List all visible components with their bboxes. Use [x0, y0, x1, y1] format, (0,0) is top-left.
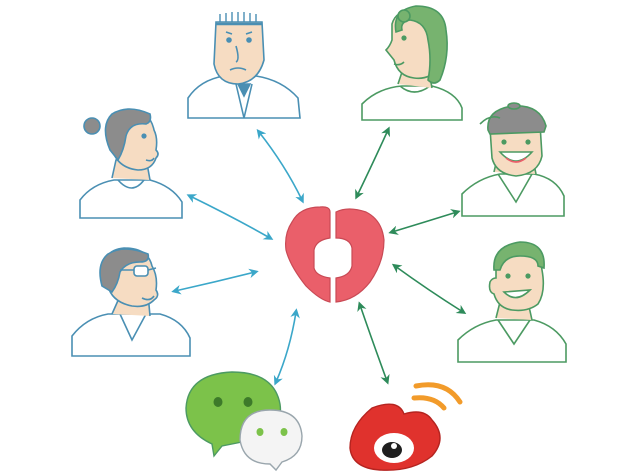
man-portrait-icon [187, 12, 301, 119]
blue-connections [171, 128, 304, 386]
man-glasses-portrait-icon [71, 247, 191, 357]
green-connections [355, 126, 467, 385]
man-cap-portrait-icon [461, 102, 565, 217]
wechat-icon [185, 371, 303, 472]
arrow-hub-weibo [357, 301, 390, 385]
woman-portrait-icon [361, 5, 463, 121]
arrow-hub-wechat [273, 308, 300, 386]
weibo-icon [349, 382, 463, 471]
hub-logo-icon [285, 206, 385, 303]
man-smiling-portrait-icon [457, 241, 567, 363]
woman-bun-portrait-icon [79, 108, 183, 219]
arrow-hub-top-woman [355, 126, 390, 200]
arrow-hub-right-man [391, 263, 467, 315]
arrow-hub-right-cap-man [388, 209, 461, 235]
arrow-hub-left-man [171, 268, 259, 295]
arrow-hub-left-woman [186, 194, 274, 240]
arrow-hub-top-man [256, 128, 304, 204]
